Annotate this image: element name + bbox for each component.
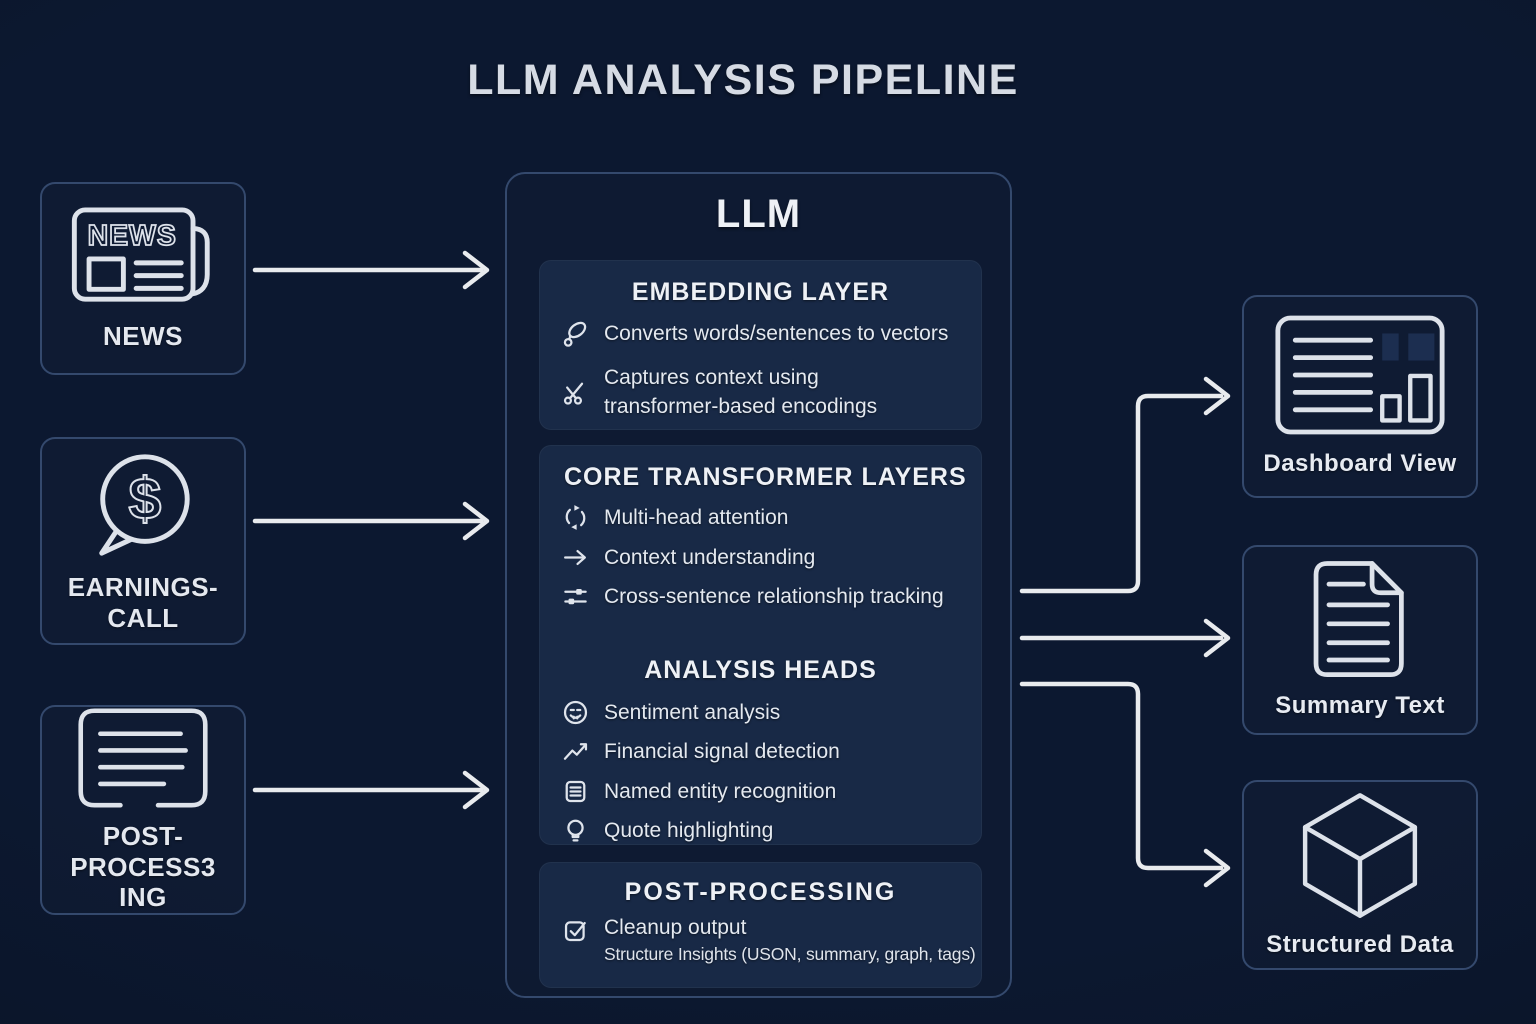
item-text: Cross-sentence relationship tracking xyxy=(604,585,944,609)
newspaper-icon: NEWS xyxy=(71,207,210,302)
output-node-structured-data: Structured Data xyxy=(1242,780,1478,970)
llm-box: LLM EMBEDDING LAYER Converts words/sente… xyxy=(505,172,1012,998)
list-item: Context understanding xyxy=(540,538,981,578)
llm-title: LLM xyxy=(715,192,802,236)
list-item: Cross-sentence relationship tracking xyxy=(540,577,981,617)
output-node-dashboard-view: Dashboard View xyxy=(1242,295,1478,498)
svg-text:$: $ xyxy=(129,467,162,532)
list-item: Quote highlighting xyxy=(540,811,981,851)
lightbulb-icon xyxy=(567,819,584,842)
analysis-heads-heading: ANALYSIS HEADS xyxy=(644,655,877,684)
output-label-summary-text: Summary Text xyxy=(1275,692,1445,720)
svg-text:NEWS: NEWS xyxy=(88,220,177,252)
item-text: Cleanup output xyxy=(604,916,747,939)
dollar-speech-bubble-icon: $ xyxy=(99,454,190,556)
item-text: Captures context using transformer-based… xyxy=(604,365,878,418)
input-node-transcript: POST-PROCESS3 ING xyxy=(40,705,246,915)
arrow-earnings-to-llm xyxy=(252,501,490,541)
list-item: Financial signal detection xyxy=(540,732,981,772)
dashboard-icon xyxy=(1275,315,1445,435)
arrow-news-to-llm xyxy=(252,250,490,290)
arrow-llm-to-structured xyxy=(1019,681,1231,888)
item-text: Multi-head attention xyxy=(604,506,789,530)
arrow-transcript-to-llm xyxy=(252,770,490,810)
output-label-structured-data: Structured Data xyxy=(1266,931,1454,959)
checkbox-icon xyxy=(564,921,586,942)
core-transformer-panel: CORE TRANSFORMER LAYERS Multi-head atten… xyxy=(539,445,982,845)
list-item: Multi-head attention xyxy=(540,498,981,538)
page-title: LLM ANALYSIS PIPELINE xyxy=(467,56,1019,104)
list-item: Converts words/sentences to vectors xyxy=(540,313,981,355)
output-node-summary-text: Summary Text xyxy=(1242,545,1478,735)
scissors-icon xyxy=(563,382,584,405)
input-label-transcript: POST-PROCESS3 ING xyxy=(70,820,216,913)
post-processing-panel: POST-PROCESSING Cleanup output Structure… xyxy=(539,862,982,988)
list-item: Sentiment analysis xyxy=(540,693,981,733)
arrow-llm-to-summary xyxy=(1019,618,1231,658)
list-item: Captures context using transformer-based… xyxy=(540,355,981,429)
embedding-layer-heading: EMBEDDING LAYER xyxy=(631,278,890,306)
item-subtext: Structure Insights (USON, summary, graph… xyxy=(604,944,976,965)
input-label-news: NEWS xyxy=(103,321,183,352)
item-text: Sentiment analysis xyxy=(604,700,781,724)
output-label-dashboard-view: Dashboard View xyxy=(1263,450,1457,478)
post-processing-heading: POST-PROCESSING xyxy=(624,878,897,906)
transcript-icon xyxy=(78,708,208,808)
list-item: Cleanup output Structure Insights (USON,… xyxy=(540,913,981,966)
pen-icon xyxy=(563,321,587,347)
item-text: Quote highlighting xyxy=(604,819,774,843)
list-item: Named entity recognition xyxy=(540,772,981,812)
document-lines-icon xyxy=(565,780,586,802)
item-text: Converts words/sentences to vectors xyxy=(604,322,949,346)
item-text: Named entity recognition xyxy=(604,779,837,803)
trending-up-icon xyxy=(563,743,588,761)
core-transformer-heading: CORE TRANSFORMER LAYERS xyxy=(564,463,967,491)
item-text: Context understanding xyxy=(604,545,816,569)
summary-document-icon xyxy=(1313,561,1404,678)
input-node-earnings-call: $ EARNINGS- CALL xyxy=(40,437,246,645)
input-node-news: NEWS NEWS xyxy=(40,182,246,375)
arrow-llm-to-dashboard xyxy=(1019,376,1231,594)
sliders-icon xyxy=(564,589,587,605)
cube-icon xyxy=(1302,793,1418,919)
input-label-earnings-call: EARNINGS- CALL xyxy=(67,572,219,633)
arrow-right-icon xyxy=(564,549,586,565)
embedding-layer-panel: EMBEDDING LAYER Converts words/sentences… xyxy=(539,260,982,430)
cycle-icon xyxy=(565,505,586,531)
smiley-icon xyxy=(563,700,588,724)
item-text: Financial signal detection xyxy=(604,740,840,764)
